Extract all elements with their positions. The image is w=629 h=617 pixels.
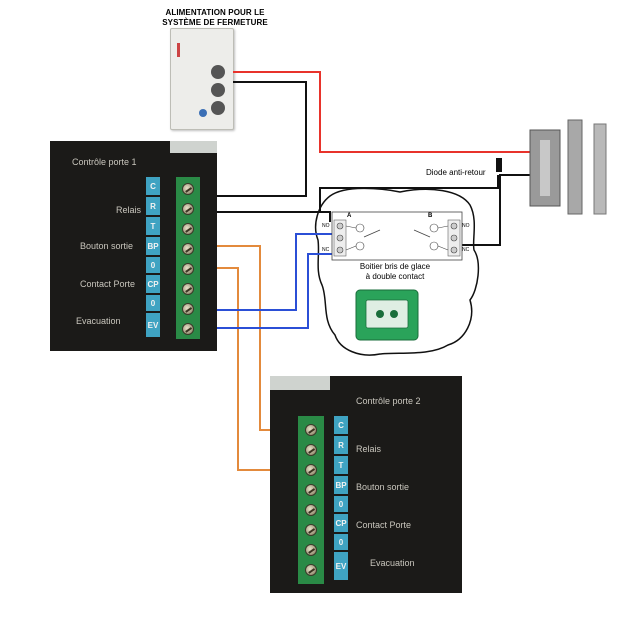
controller-2-screw-3 [305,464,317,476]
controller-1-tag-bp: BP [146,237,160,255]
controller-1-tag-r: R [146,197,160,215]
controller-2-screw-4 [305,484,317,496]
controller-1-tag-0b: 0 [146,295,160,311]
contact-b-no: NO [462,223,470,229]
controller-1-screw-6 [182,283,194,295]
psu-connector-2 [211,83,225,97]
wire-blue-2 [188,253,336,329]
psu-logo [199,109,207,117]
controller-2-tag-0a: 0 [334,496,348,512]
controller-1-panel: Contrôle porte 1 Relais Bouton sortie Co… [50,141,217,351]
controller-1-row-bouton: Bouton sortie [80,241,134,251]
wire-red [233,71,530,153]
controller-2-tag-bp: BP [334,476,348,494]
controller-2-panel: Contrôle porte 2 Relais Bouton sortie Co… [270,376,462,593]
diode-label: Diode anti-retour [426,168,486,177]
controller-1-tag-0a: 0 [146,257,160,273]
diode-symbol [496,158,502,172]
controller-1-screw-4 [182,243,194,255]
controller-2-tag-t: T [334,456,348,474]
controller-1-tag-cp: CP [146,275,160,293]
controller-1-title: Contrôle porte 1 [72,157,137,167]
wire-orange-2 [198,267,300,471]
controller-1-screw-5 [182,263,194,275]
door-frame-plate [593,123,607,215]
controller-2-row-relais: Relais [356,444,382,454]
controller-2-tag-ev: EV [334,552,348,580]
controller-1-row-evacuation: Evacuation [76,316,121,326]
controller-1-screw-1 [182,183,194,195]
contact-b-label: B [428,213,433,219]
contact-a-label: A [347,213,352,219]
controller-1-tag-c: C [146,177,160,195]
controller-2-tag-cp: CP [334,514,348,532]
controller-2-screw-5 [305,504,317,516]
power-supply-title: ALIMENTATION POUR LE SYSTÈME DE FERMETUR… [150,8,280,28]
controller-2-screw-6 [305,524,317,536]
strike-plate [567,119,583,215]
power-supply-box [170,28,234,130]
contact-a-nc: NC [322,247,330,253]
controller-1-tag-t: T [146,217,160,235]
psu-connector-1 [211,65,225,79]
controller-2-tag-c: C [334,416,348,434]
controller-2-screw-8 [305,564,317,576]
controller-1-tag-ev: EV [146,313,160,337]
power-supply-title-line2: SYSTÈME DE FERMETURE [162,18,268,27]
contact-b-nc: NC [462,247,470,253]
psu-connector-3 [211,101,225,115]
controller-2-tag-0b: 0 [334,534,348,550]
glass-break-caption: Boitier bris de glace à double contact [340,262,450,282]
controller-2-tag-r: R [334,436,348,454]
controller-1-screw-8 [182,323,194,335]
controller-2-screw-2 [305,444,317,456]
wire-black-relay-2 [214,211,331,222]
controller-2-screw-1 [305,424,317,436]
controller-2-title: Contrôle porte 2 [356,396,421,406]
controller-1-cover [170,141,217,153]
controller-1-row-relais: Relais [116,205,142,215]
wire-black-lock [462,174,530,246]
controller-2-row-bouton: Bouton sortie [356,482,410,492]
controller-1-screw-2 [182,203,194,215]
controller-2-row-evacuation: Evacuation [370,558,415,568]
contact-a-no: NO [322,223,330,229]
controller-2-cover [270,376,330,390]
power-supply-title-line1: ALIMENTATION POUR LE [165,8,265,17]
glass-break-contact-box [331,211,463,261]
glass-break-caption-line1: Boitier bris de glace [359,262,431,271]
wire-black-psu [214,81,307,197]
controller-1-screw-7 [182,303,194,315]
psu-led-strip [177,43,180,57]
controller-2-terminal-block [298,416,324,584]
controller-1-screw-3 [182,223,194,235]
glass-break-caption-line2: à double contact [365,272,425,281]
controller-1-row-contact: Contact Porte [80,279,136,289]
wire-blue-1 [188,233,336,311]
controller-2-screw-7 [305,544,317,556]
controller-2-row-contact: Contact Porte [356,520,412,530]
